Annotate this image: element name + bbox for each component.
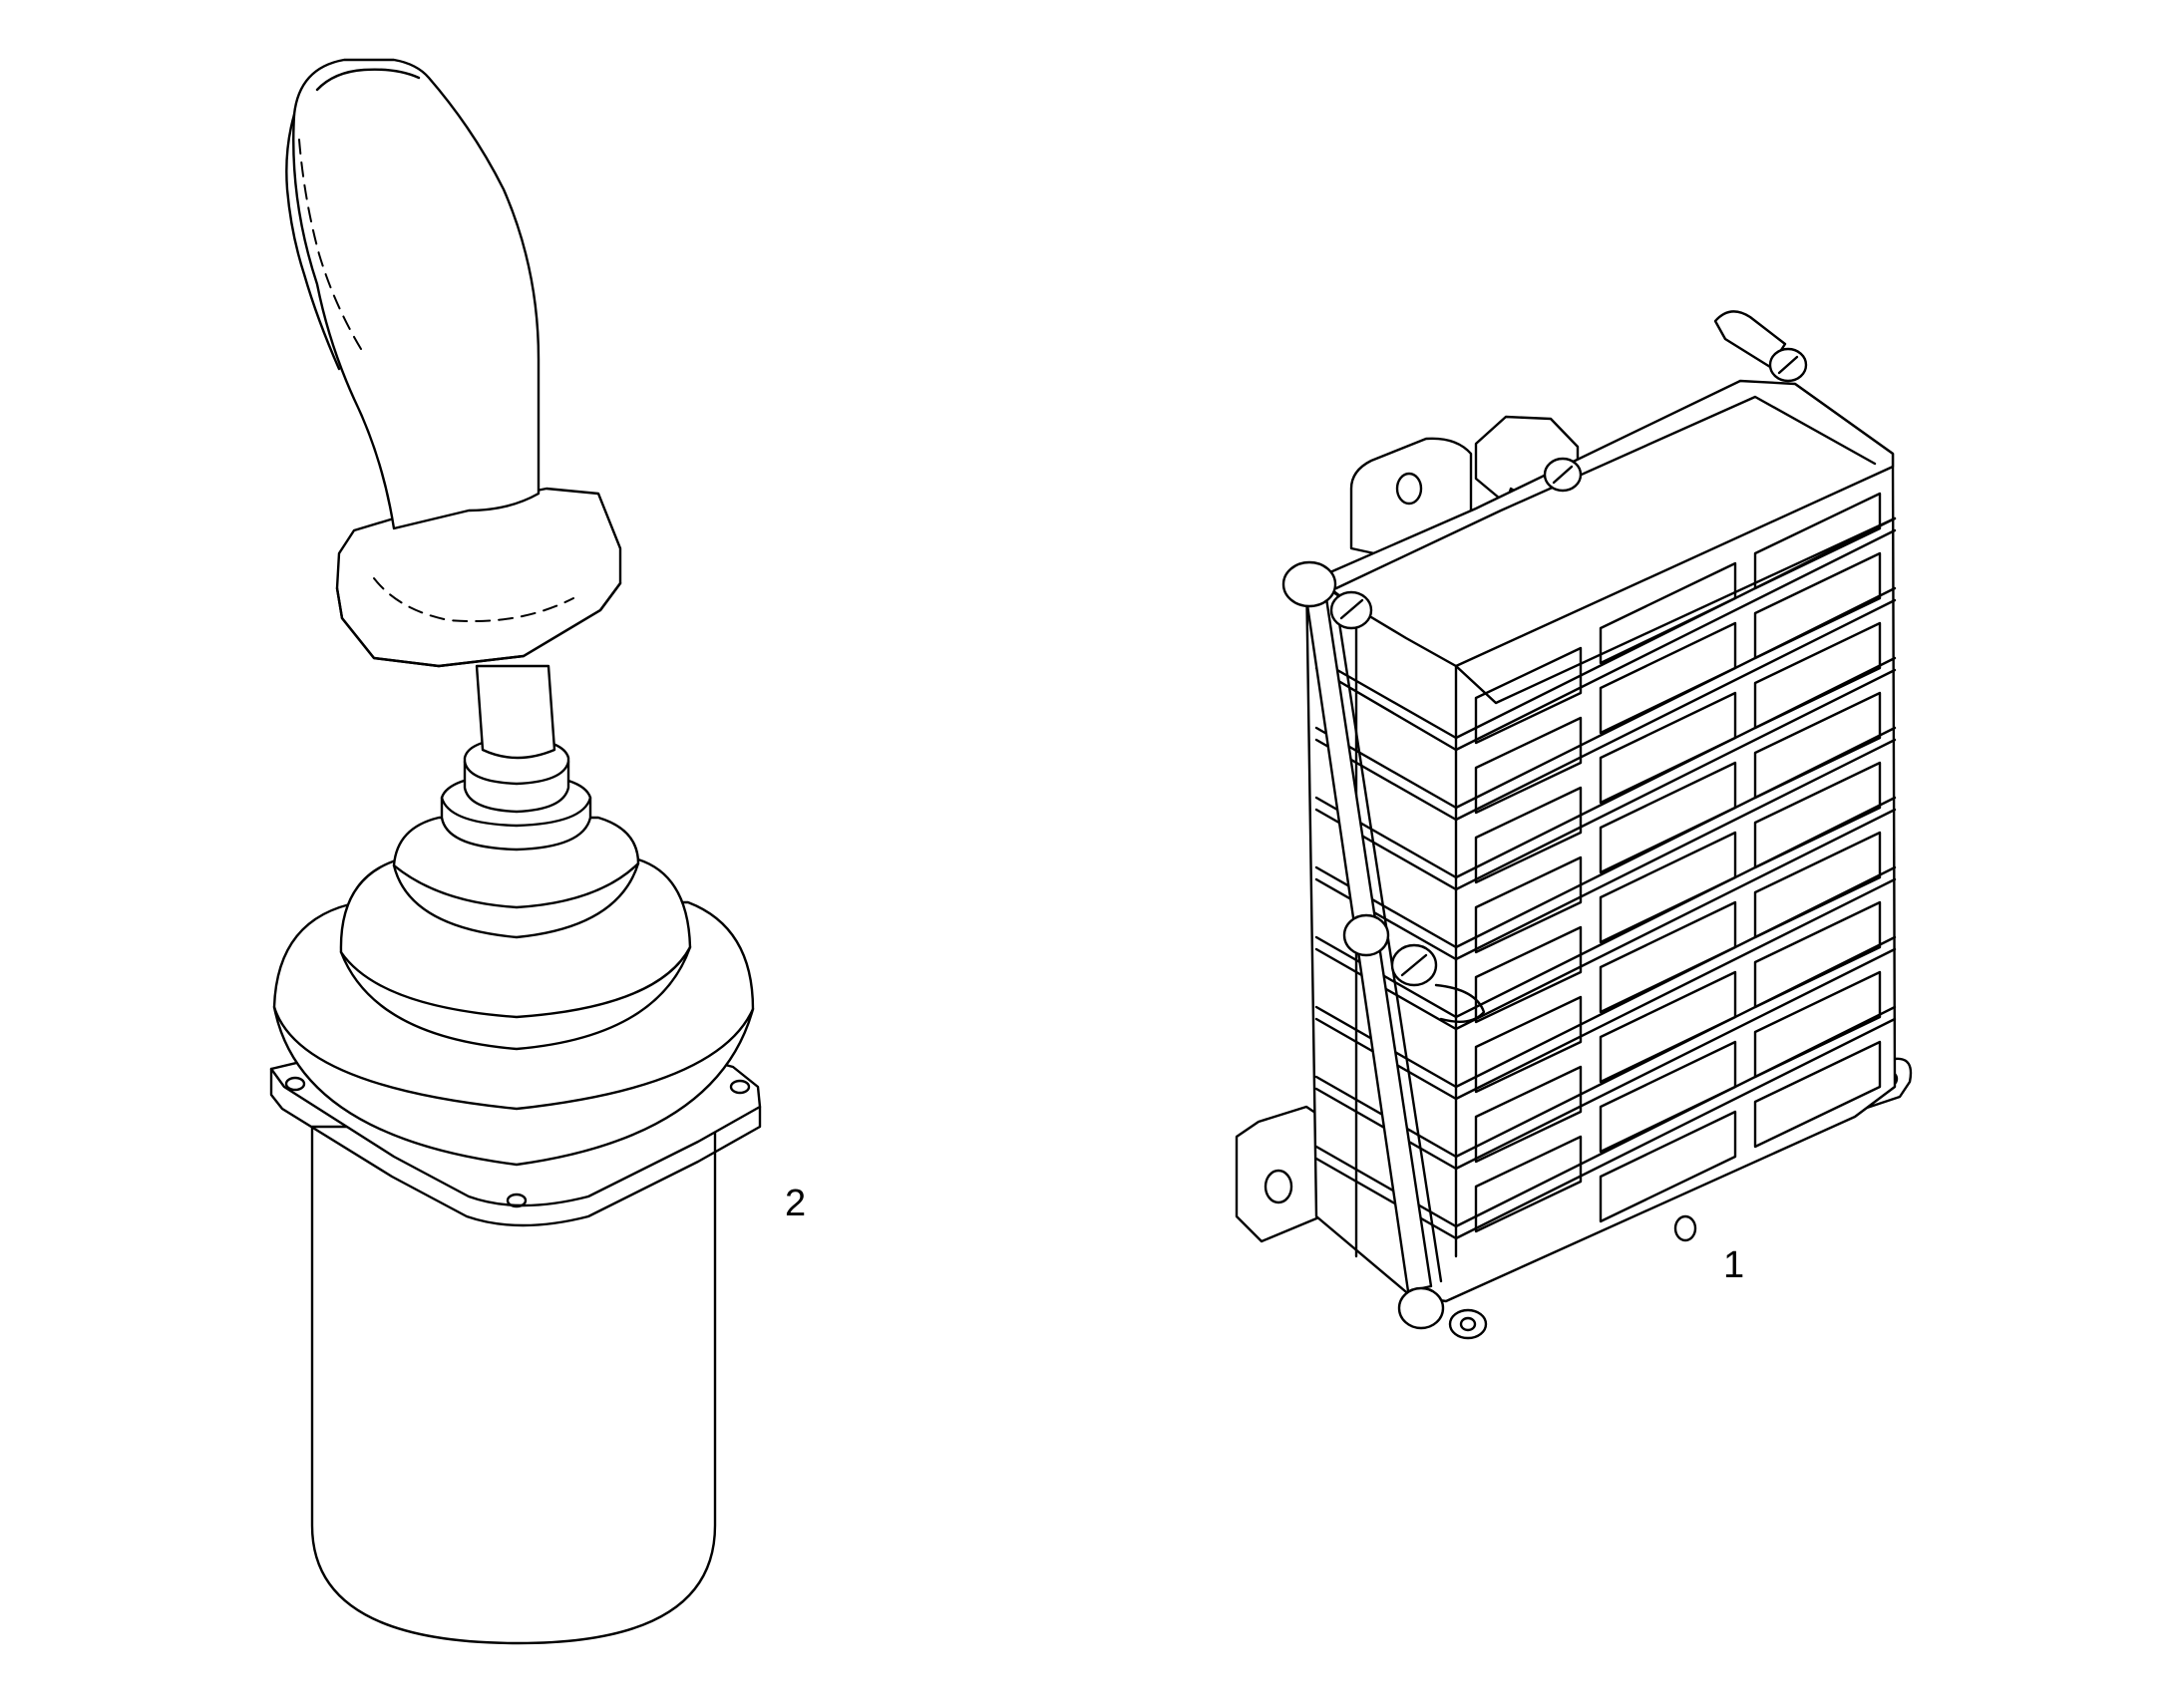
module-panel-grid [1474,492,1882,1233]
joystick-assembly [269,58,762,1645]
module-screw-middle [1342,913,1486,1023]
callout-control-module: 1 [1723,1244,1745,1286]
module-screw-top-center [1543,457,1583,493]
joystick-shaft [475,664,556,760]
module-ribs [1314,516,1897,1258]
joystick-shaft-collar [440,736,592,852]
module-screw-top-right [1713,310,1808,383]
joystick-body [310,1125,717,1645]
module-screw-top-left [1281,560,1373,630]
joystick-rubber-boot [272,816,755,1167]
joystick-handle-flange [335,487,622,668]
module-screw-bottom [1397,1286,1488,1340]
control-module-assembly [1235,310,1913,1340]
module-mounting-ear-bottom-left [1235,1105,1323,1243]
joystick-grip [285,58,541,530]
callout-joystick: 2 [785,1183,807,1224]
module-bottom-nub [1673,1214,1697,1242]
